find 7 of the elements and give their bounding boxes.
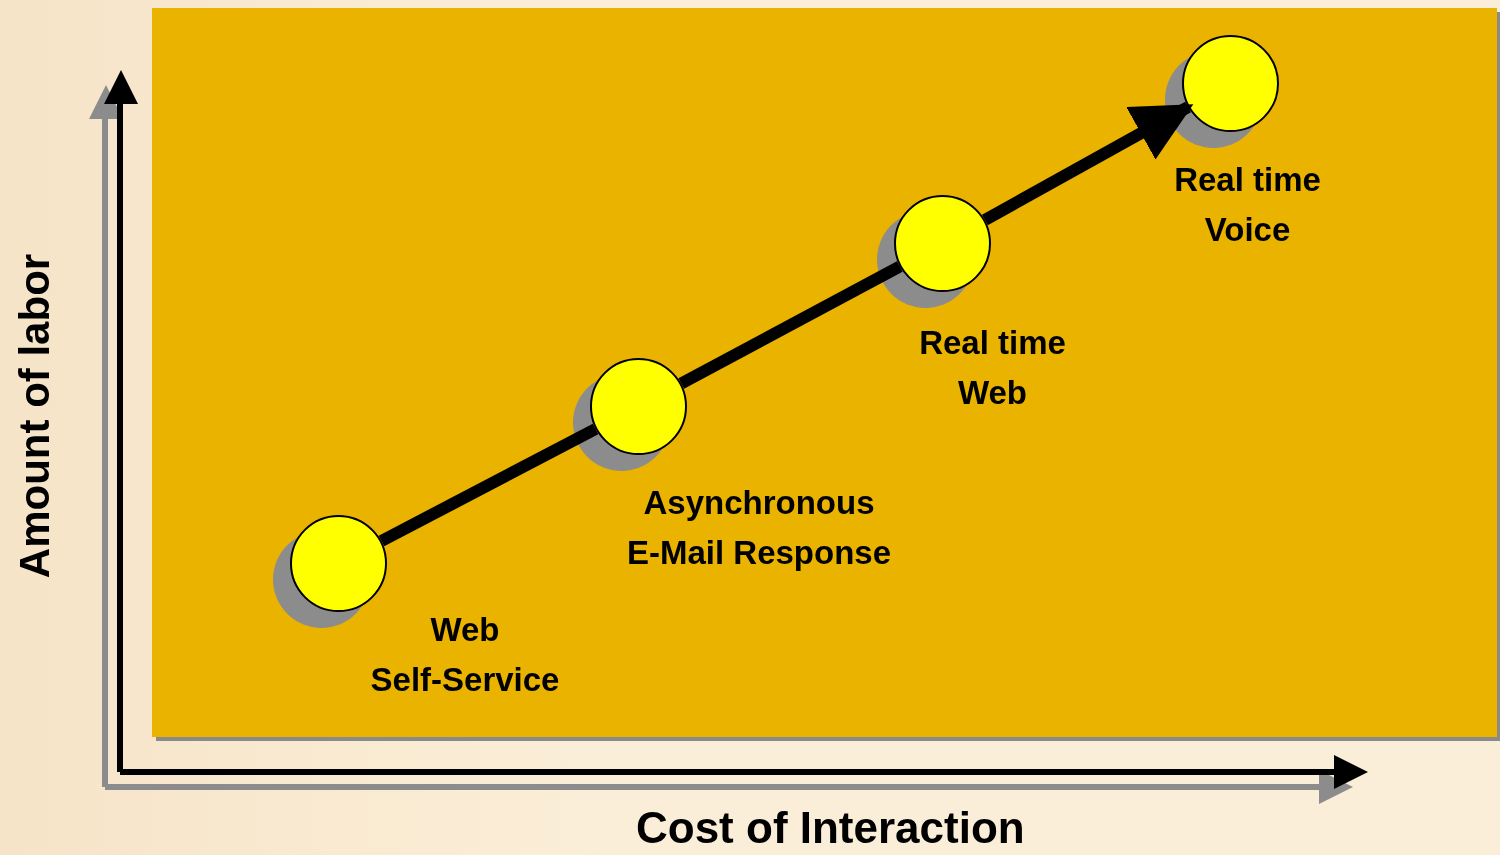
point-label: Asynchronous E-Mail Response [625, 483, 893, 573]
arrow [981, 101, 1194, 226]
axis-title: Amount of labor [11, 252, 59, 581]
axis-title: Cost of Interaction [636, 803, 1025, 853]
point-label: Real time Voice [1173, 160, 1322, 250]
point-label: Real time Web [918, 323, 1067, 413]
point-label: Web Self-Service [369, 610, 561, 700]
